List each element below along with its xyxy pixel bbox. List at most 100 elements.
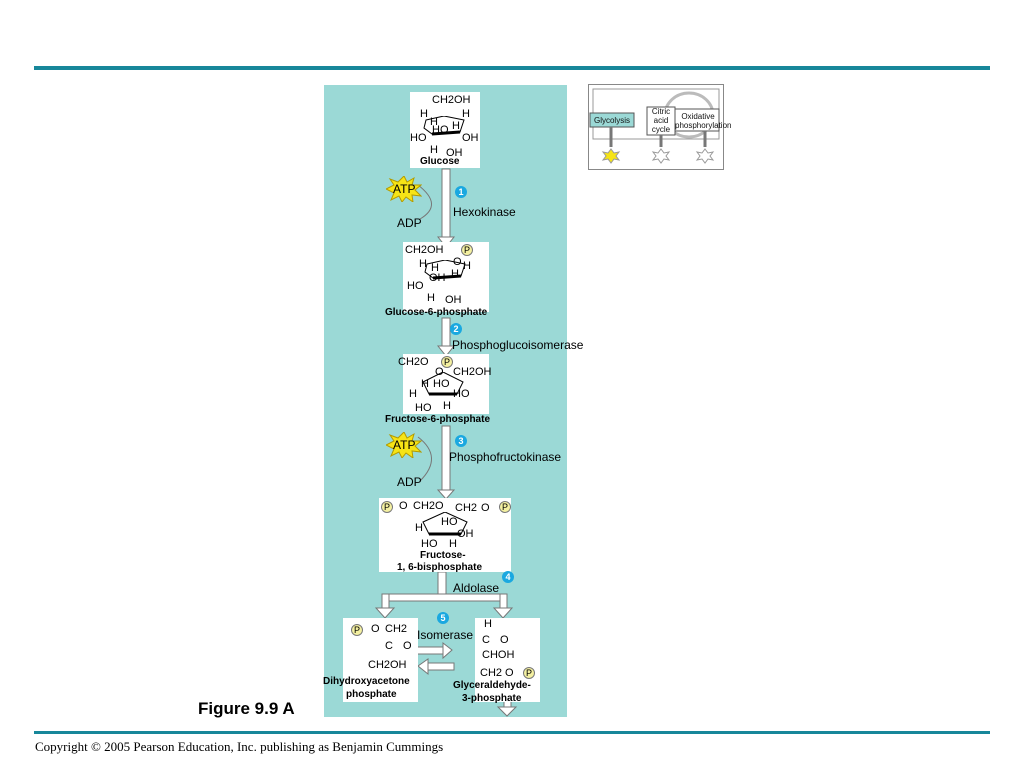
fructose-1-6-bisphosphate-atom: O [399,500,408,512]
overview-citric-acid-cycle-label: Citric acid cycle [651,107,671,134]
fructose-6-phosphate-card: CH2O P O CH2OH H HO H HO HO H [398,354,492,414]
figure-label: Figure 9.9 A [198,699,295,718]
dhap-atom: CH2OH [368,659,407,671]
glucose-6-phosphate-card: CH2OH P H O H H OH H HO H OH [403,242,489,312]
dihydroxyacetone-phosphate-name-line2: phosphate [346,689,397,700]
step-number-badge: 5 [437,612,449,624]
enzyme-label-phosphofructokinase: Phosphofructokinase [449,450,562,464]
step-number-badge: 1 [455,186,467,198]
top-rule [34,66,990,70]
fructose-1-6-bisphosphate-name-line2: 1, 6-bisphosphate [397,562,483,573]
fructose-1-6-bisphosphate-atom: CH2O [413,500,444,512]
g3p-atom: C [482,634,490,646]
fructose-1-6-bisphosphate-atom: H [415,522,423,534]
glucose-6-phosphate-name: Glucose-6-phosphate [385,307,488,318]
dhap-atom: O [403,640,412,652]
glucose-atom: H [452,120,460,132]
pathway-arrows [374,168,518,717]
fructose-6-phosphate-atom: HO [433,378,450,390]
fructose-1-6-bisphosphate-atom: OH [457,528,474,540]
glucose-atom: OH [462,132,479,144]
glucose-atom: HO [410,132,427,144]
glucose-atom: H [430,116,438,128]
bottom-rule [34,731,990,734]
glucose-6-phosphate-atom: H [463,260,471,272]
fructose-6-phosphate-atom: HO [453,388,470,400]
g3p-atom: H [484,618,492,630]
atp-burst-icon [386,432,422,458]
glucose-6-phosphate-atom: H [431,262,439,274]
adp-label: ADP [397,216,422,230]
enzyme-label-aldolase: Aldolase [453,581,500,595]
fructose-1-6-bisphosphate-atom: CH2 [455,502,478,514]
g3p-atom: CHOH [482,649,515,661]
dihydroxyacetone-phosphate-card: P O CH2 C O CH2OH [343,618,418,702]
g3p-atom: CH2 [480,667,503,679]
overview-glycolysis-label: Glycolysis [593,116,630,125]
glucose-6-phosphate-atom: H [419,258,427,270]
fructose-6-phosphate-atom: H [409,388,417,400]
adp-label: ADP [397,475,422,489]
atp-burst-icon [386,176,422,202]
glucose-atom: CH2OH [432,94,471,106]
glucose-6-phosphate-atom: HO [407,280,424,292]
fructose-6-phosphate-atom: O [435,366,444,378]
fructose-6-phosphate-ring [422,372,464,396]
glyceraldehyde-3-phosphate-name-line2: 3-phosphate [462,693,522,704]
glucose-atom: H [462,108,470,120]
enzyme-label-isomerase: Isomerase [417,628,474,642]
glucose-6-phosphate-ring [424,260,466,280]
fructose-6-phosphate-atom: CH2OH [453,366,492,378]
dhap-atom: C [385,640,393,652]
phosphate-icon: P [461,244,473,256]
enzyme-label-phosphoglucoisomerase: Phosphoglucoisomerase [452,338,584,352]
step-number-badge: 2 [450,323,462,335]
glucose-atom: H [420,108,428,120]
g3p-atom: O [505,667,514,679]
dhap-atom: O [371,623,380,635]
fructose-1-6-bisphosphate-atom: H [449,538,457,550]
glucose-ring [423,116,465,136]
glucose-6-phosphate-atom: CH2OH [405,244,444,256]
step-number-badge: 4 [502,571,514,583]
fructose-6-phosphate-atom: H [421,378,429,390]
glucose-6-phosphate-atom: OH [445,294,462,306]
copyright-notice: Copyright © 2005 Pearson Education, Inc.… [35,739,444,754]
fructose-6-phosphate-atom: HO [415,402,432,414]
fructose-1-6-bisphosphate-atom: HO [421,538,438,550]
glyceraldehyde-3-phosphate-name-line1: Glyceraldehyde- [453,680,531,691]
fructose-1-6-bisphosphate-card: P O CH2O CH2 O P HO H OH HO H Fructose- … [379,498,511,573]
glucose-atom: H [430,144,438,156]
glucose-6-phosphate-atom: O [453,256,462,268]
glucose-atom: HO [432,124,449,136]
overview-connectors [589,88,720,164]
fructose-1-6-bisphosphate-atom: O [481,502,490,514]
phosphate-icon: P [499,501,511,513]
phosphate-icon: P [351,624,363,636]
glucose-6-phosphate-atom: H [451,268,459,280]
glucose-6-phosphate-atom: OH [429,272,446,284]
dihydroxyacetone-phosphate-name-line1: Dihydroxyacetone [323,676,410,687]
atp-label: ATP [393,182,416,196]
phosphate-icon: P [441,356,453,368]
fructose-1-6-bisphosphate-atom: HO [441,516,458,528]
dhap-atom: CH2 [385,623,408,635]
atp-label: ATP [393,438,416,452]
step-number-badge: 3 [455,435,467,447]
fructose-6-phosphate-atom: CH2O [398,356,429,368]
glyceraldehyde-3-phosphate-card: H C O CHOH CH2 O P [475,618,540,702]
fructose-6-phosphate-name: Fructose-6-phosphate [385,414,491,425]
enzyme-label-hexokinase: Hexokinase [453,205,516,219]
fructose-1-6-bisphosphate-name-line1: Fructose- [420,550,466,561]
phosphate-icon: P [523,667,535,679]
fructose-6-phosphate-atom: H [443,400,451,412]
fructose-1-6-bisphosphate-ring [422,512,468,536]
g3p-atom: O [500,634,509,646]
phosphate-icon: P [381,501,393,513]
pathway-overview-thumbnail: Glycolysis Citric acid cycle Oxidative p… [588,84,732,170]
glucose-card: CH2OH H H H HO H HO OH H OH Glucose [410,92,480,168]
overview-oxidative-phosphorylation-label: Oxidative phosphorylation [675,112,732,130]
glucose-name: Glucose [420,156,460,167]
glucose-6-phosphate-atom: H [427,292,435,304]
glucose-atom: OH [446,147,463,159]
